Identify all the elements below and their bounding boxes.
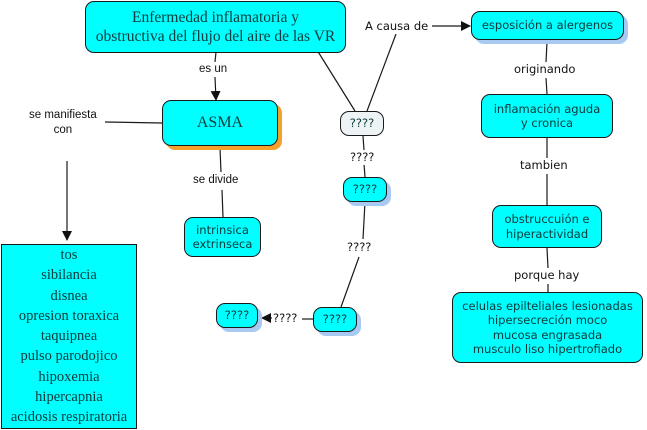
concept-cells-line: musculo liso hipertrofiado [472, 341, 623, 356]
concept-unknown-label: ???? [352, 182, 378, 197]
link-label-se-manifiesta-con[interactable]: se manifiesta con [28, 108, 98, 138]
link-label-unknown-2[interactable]: ???? [346, 240, 373, 255]
symptom-item: opresion toraxica [18, 307, 120, 324]
link-unknown1-unknown2 [363, 163, 366, 178]
symptom-item: hipoxemia [38, 368, 100, 385]
concept-definition-line: obstructiva del flujo del aire de las VR [95, 28, 336, 45]
link-se-divide-types [221, 189, 224, 218]
link-label-originando[interactable]: originando [513, 62, 577, 77]
link-grey-unknown1 [362, 135, 365, 151]
concept-exposure[interactable]: esposición a alergenos [471, 11, 624, 40]
link-label-se-divide[interactable]: se divide [192, 173, 240, 188]
link-label-porque-hay[interactable]: porque hay [513, 268, 581, 283]
link-grey-a-causa [366, 33, 397, 112]
concept-cells-line: hipersecreción moco [487, 313, 608, 328]
concept-inflammation[interactable]: inflamación aguda y cronica [481, 94, 613, 138]
symptom-item: tos [60, 247, 78, 263]
link-label-unknown-1[interactable]: ???? [349, 150, 376, 165]
link-label-line: con [53, 123, 73, 136]
link-label-unknown-3[interactable]: ???? [272, 311, 299, 326]
concept-unknown-3[interactable]: ???? [313, 307, 357, 332]
link-obstruction-porque-hay [546, 247, 549, 269]
concept-types-line: extrinseca [192, 237, 253, 251]
concept-obstruction-line: obstruccuión e [504, 212, 590, 227]
link-unknown2label-unknown3 [340, 256, 360, 308]
concept-asma[interactable]: ASMA [162, 100, 278, 146]
link-originando-inflammation [545, 77, 548, 95]
link-unknown2-unknown2label [362, 201, 366, 240]
link-label-line: se manifiesta [29, 109, 97, 121]
symptom-item: pulso parodojico [20, 348, 118, 365]
concept-obstruction-line: hiperactividad [505, 226, 589, 241]
concept-cells-line: mucosa engrasada [492, 327, 603, 342]
concept-unknown-grey[interactable]: ???? [340, 111, 384, 136]
symptom-item: sibilancia [41, 267, 97, 284]
link-label-a-causa-de[interactable]: A causa de [364, 19, 430, 34]
link-label-tambien[interactable]: tambien [519, 158, 569, 173]
concept-unknown-2[interactable]: ???? [343, 177, 387, 202]
link-asma-se-divide [219, 147, 222, 173]
concept-unknown-label: ???? [224, 308, 250, 323]
symptom-item: taquipnea [40, 328, 98, 345]
concept-types[interactable]: intrinsica extrinseca [184, 217, 261, 257]
concept-obstruction[interactable]: obstruccuión e hiperactividad [492, 205, 602, 248]
link-definition-es-un [214, 51, 217, 63]
concept-asma-label: ASMA [196, 114, 244, 131]
symptom-item: hipercapnia [35, 389, 103, 406]
link-label-es-un[interactable]: es un [198, 62, 229, 77]
concept-inflammation-line: y cronica [520, 116, 574, 130]
concept-symptoms[interactable]: tos sibilancia disnea opresion toraxica … [1, 244, 137, 429]
symptom-item: acidosis respiratoria [10, 409, 128, 426]
concept-cells[interactable]: celulas epilteliales lesionadas hipersec… [452, 292, 643, 363]
concept-inflammation-line: inflamación aguda [493, 101, 601, 116]
symptom-item: disnea [50, 287, 88, 304]
concept-definition-line: Enfermedad inflamatoria y [132, 8, 299, 26]
link-es-un-asma [210, 76, 221, 101]
concept-unknown-4[interactable]: ???? [216, 303, 258, 328]
concept-definition[interactable]: Enfermedad inflamatoria y obstructiva de… [85, 1, 346, 53]
link-asma-se-manifiesta [104, 121, 163, 124]
concept-unknown-label: ???? [349, 116, 375, 131]
concept-unknown-label: ???? [322, 312, 348, 327]
link-exposure-originando [545, 41, 548, 63]
link-definition-grey [316, 49, 356, 112]
concept-cells-line: celulas epilteliales lesionadas [462, 298, 633, 313]
concept-types-line: intrinsica [196, 222, 249, 237]
concept-exposure-label: esposición a alergenos [481, 18, 614, 33]
